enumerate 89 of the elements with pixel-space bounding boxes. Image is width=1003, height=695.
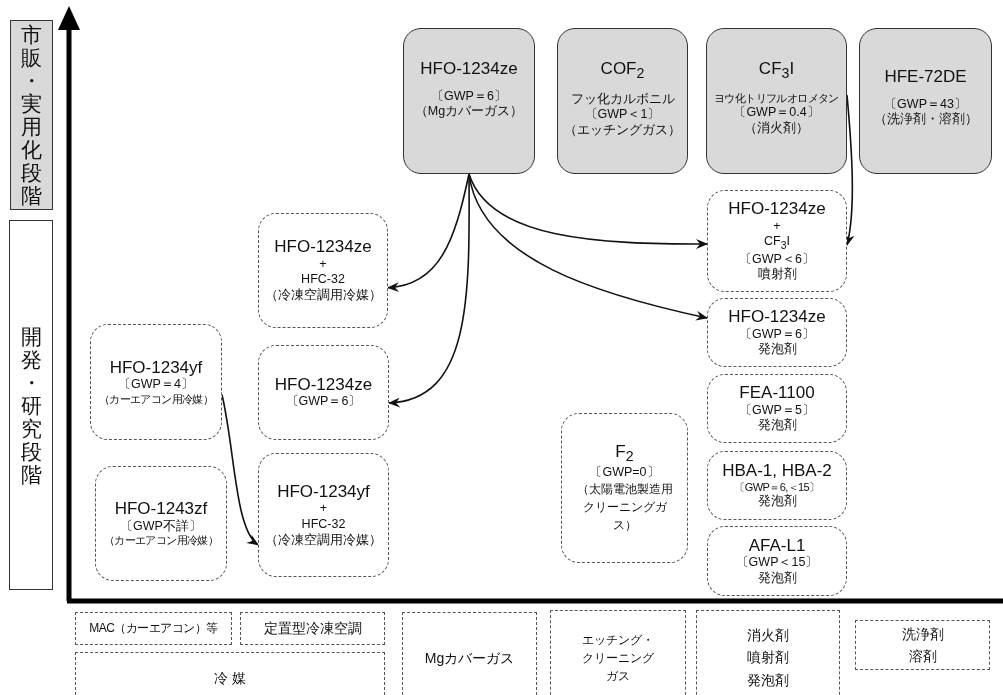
note-text: ヨウ化トリフルオロメタン (714, 91, 839, 106)
substance-name: HFO-1234ze (728, 307, 826, 327)
note-text: 発泡剤 (757, 418, 797, 434)
note-text: フッ化カルボニル (570, 91, 675, 108)
substance-name: HBA-1, HBA-2 (722, 461, 832, 481)
category-box (696, 610, 840, 695)
note-text: （カーエアコン用冷媒） (103, 534, 219, 548)
candidate-box (707, 190, 847, 292)
note-text: （消火剤） (744, 121, 809, 137)
category-box (75, 612, 232, 645)
category-label: エッチング・クリーニングガス (581, 631, 655, 685)
note-text: （Mgカバーガス） (414, 104, 524, 120)
category-label: 噴射剤 (747, 648, 789, 668)
note-text: （太陽電池製造用クリーニングガス） (575, 481, 674, 535)
note-text: 〔GWP＝6〕 (285, 394, 362, 411)
note-text: （エッチングガス） (564, 122, 681, 139)
note-text: （冷凍空調用冷媒） (264, 288, 382, 304)
stage-label: 開発・研究段階 (20, 324, 42, 486)
substance-box (706, 28, 847, 174)
note-text: 発泡剤 (757, 494, 797, 510)
note-text: 〔GWP＜1〕 (584, 107, 661, 123)
stage-label-box (9, 220, 53, 590)
substance-name: HFO-1234ze (274, 374, 373, 395)
note-text: 〔GWP＝0.4〕 (733, 105, 820, 121)
note-text: 〔GWP＝6〕 (739, 326, 815, 342)
note-text: 〔GWP＝5〕 (739, 402, 815, 418)
category-label: 定置型冷凍空調 (263, 619, 362, 639)
note-text: 〔GWP＝43〕 (884, 96, 967, 112)
candidate-box (258, 453, 389, 577)
category-label: 冷 媒 (214, 669, 246, 689)
note-text: 噴射剤 (757, 267, 797, 283)
substance-box (557, 28, 688, 174)
note-text: HFC-32 (301, 272, 345, 288)
note-text: 〔GWP＝6,＜15〕 (734, 480, 820, 494)
stage-label: 市販・実用化段階 (20, 23, 43, 207)
note-text: 〔GWP＝6〕 (431, 88, 507, 105)
category-label: MAC（カーエアコン）等 (89, 619, 218, 637)
arrow (221, 393, 259, 546)
note-text: + (319, 501, 328, 517)
substance-name: HFO-1234ze (728, 199, 826, 219)
note-text: 〔GWP＜15〕 (735, 555, 819, 571)
substance-name: HFO-1234yf (109, 357, 203, 378)
note-text: 〔GWP不詳〕 (120, 518, 202, 535)
category-label: 消火剤 (747, 625, 789, 645)
substance-name: HFO-1243zf (114, 499, 208, 519)
candidate-box (707, 374, 847, 443)
substance-name: HFO-1234ze (420, 59, 518, 79)
candidate-box (258, 213, 388, 328)
category-box (855, 620, 990, 670)
note-text: （冷凍空調用冷媒） (265, 532, 382, 549)
category-box (402, 612, 537, 695)
note-text: 発泡剤 (757, 570, 797, 587)
note-text: （カーエアコン用冷媒） (98, 392, 214, 407)
candidate-box (707, 298, 847, 367)
candidate-box (561, 413, 688, 563)
category-box (240, 612, 385, 645)
note-text: 〔GWP＜6〕 (739, 251, 815, 267)
substance-name: F$_{2}$ (615, 441, 634, 465)
substance-name: AFA-L1 (748, 535, 806, 556)
category-box (550, 610, 686, 695)
candidate-box (258, 345, 389, 440)
note-text: 〔GWP=0〕 (589, 464, 660, 481)
category-label: Mgカバーガス (424, 649, 515, 669)
category-label: 洗浄剤 (901, 624, 944, 644)
note-text: 発泡剤 (757, 342, 797, 358)
candidate-box (707, 451, 847, 520)
note-text: + (319, 256, 327, 273)
substance-name: COF$_{2}$ (600, 59, 645, 82)
substance-name: HFE-72DE (884, 67, 967, 87)
stage-label-box (10, 20, 53, 210)
category-box (75, 652, 385, 695)
category-label: 溶剤 (908, 647, 937, 666)
note-text: + (773, 218, 781, 235)
substance-box (859, 28, 992, 174)
category-label: 発泡剤 (747, 670, 789, 690)
note-text: （洗浄剤・溶剤） (873, 112, 978, 128)
note-text: CF$_{3}$I (764, 234, 790, 252)
candidate-box (90, 324, 222, 440)
substance-name: HFO-1234ze (274, 237, 372, 257)
arrow (468, 173, 708, 321)
substance-box (403, 28, 535, 174)
substance-name: CF$_{3}$I (758, 59, 795, 82)
arrow (468, 173, 708, 249)
candidate-box (95, 466, 227, 581)
substance-name: HFO-1234yf (277, 481, 370, 502)
candidate-box (707, 526, 847, 596)
note-text: 〔GWP＝4〕 (118, 377, 194, 393)
note-text: HFC-32 (301, 516, 346, 533)
substance-name: FEA-1100 (739, 383, 815, 403)
